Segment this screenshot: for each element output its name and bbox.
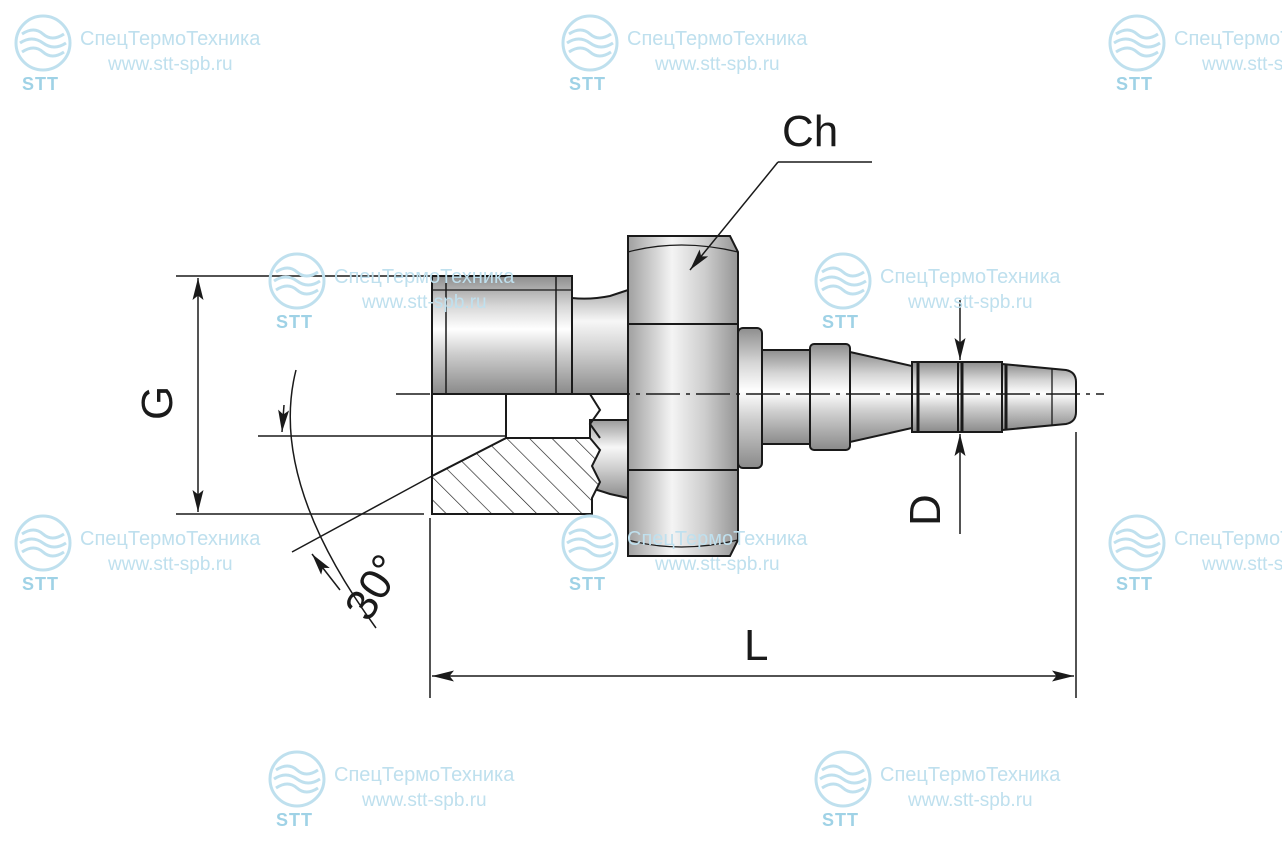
watermark-abbr: STT: [22, 574, 59, 594]
watermark-abbr: STT: [1116, 74, 1153, 94]
section-hatched: [431, 437, 602, 515]
barb-tip: [1001, 362, 1077, 432]
watermark: STT СпецТермоТехника www.stt-spb.ru: [14, 14, 314, 94]
stt-logo-icon: [814, 750, 872, 808]
angle-arc: [289, 369, 377, 629]
watermark-company: СпецТермоТехника: [1174, 28, 1282, 50]
hex-chamfer-bottom: [627, 539, 739, 548]
watermark-abbr: STT: [276, 312, 313, 332]
stt-logo-icon: [14, 514, 72, 572]
watermark-company: СпецТермоТехника: [627, 28, 808, 50]
hex-chamfer-top: [627, 244, 739, 253]
stt-logo-icon: [814, 252, 872, 310]
section-bore: [431, 393, 507, 478]
watermark-abbr: STT: [569, 574, 606, 594]
shank: [761, 349, 811, 445]
watermark: STT СпецТермоТехника www.stt-spb.ru: [561, 14, 861, 94]
watermark-company: СпецТермоТехника: [1174, 528, 1282, 550]
label-l: L: [744, 621, 769, 670]
watermark-company: СпецТермоТехника: [334, 764, 515, 786]
hex-bottom-face: [627, 469, 739, 557]
neck-upper: [571, 282, 629, 395]
break-line: [588, 393, 602, 439]
watermark: STT СпецТермоТехника www.stt-spb.ru: [268, 750, 568, 830]
watermark: STT СпецТермоТехника www.stt-spb.ru: [1108, 514, 1282, 594]
label-ch: Ch: [782, 107, 839, 156]
watermark-website: www.stt-spb.ru: [655, 54, 780, 75]
stt-logo-icon: [268, 750, 326, 808]
watermark: STT СпецТермоТехника www.stt-spb.ru: [814, 252, 1114, 332]
watermark-website: www.stt-spb.ru: [362, 292, 487, 313]
watermark: STT СпецТермоТехника www.stt-spb.ru: [561, 514, 861, 594]
watermark: STT СпецТермоТехника www.stt-spb.ru: [1108, 14, 1282, 94]
thread-body-upper: [431, 275, 573, 395]
watermark-abbr: STT: [276, 810, 313, 830]
watermark-website: www.stt-spb.ru: [908, 790, 1033, 811]
watermark-abbr: STT: [822, 312, 859, 332]
watermark-company: СпецТермоТехника: [80, 528, 261, 550]
watermark-company: СпецТермоТехника: [627, 528, 808, 550]
watermark-company: СпецТермоТехника: [880, 266, 1061, 288]
stt-logo-icon: [14, 14, 72, 72]
watermark-company: СпецТермоТехника: [880, 764, 1061, 786]
stt-logo-icon: [1108, 14, 1166, 72]
angle-cone-line: [291, 475, 433, 553]
stt-logo-icon: [561, 14, 619, 72]
stt-logo-icon: [561, 514, 619, 572]
watermark: STT СпецТермоТехника www.stt-spb.ru: [814, 750, 1114, 830]
angle-arrow-lower: [311, 553, 341, 591]
watermark: STT СпецТермоТехника www.stt-spb.ru: [14, 514, 314, 594]
watermark-abbr: STT: [569, 74, 606, 94]
hex-middle-face: [627, 323, 739, 471]
watermark-website: www.stt-spb.ru: [108, 54, 233, 75]
watermark-abbr: STT: [1116, 574, 1153, 594]
watermark-abbr: STT: [22, 74, 59, 94]
watermark-company: СпецТермоТехника: [80, 28, 261, 50]
watermark-abbr: STT: [822, 810, 859, 830]
watermark-website: www.stt-spb.ru: [108, 554, 233, 575]
watermark-website: www.stt-spb.ru: [1202, 554, 1282, 575]
stt-logo-icon: [1108, 514, 1166, 572]
barb-ring-3: [957, 361, 1003, 433]
barb-taper-1: [849, 350, 913, 444]
hex-top-face: [627, 235, 739, 325]
ch-leader: [689, 161, 779, 271]
watermark-website: www.stt-spb.ru: [362, 790, 487, 811]
angle-arrow-upper: [278, 404, 290, 433]
label-d: D: [901, 494, 950, 526]
label-g: G: [133, 385, 182, 420]
barb-ring-1: [809, 343, 851, 451]
watermark-website: www.stt-spb.ru: [1202, 54, 1282, 75]
watermark: STT СпецТермоТехника www.stt-spb.ru: [268, 252, 568, 332]
stt-logo-icon: [268, 252, 326, 310]
watermark-company: СпецТермоТехника: [334, 266, 515, 288]
watermark-website: www.stt-spb.ru: [908, 292, 1033, 313]
barb-ring-2: [911, 361, 959, 433]
collar: [737, 327, 763, 469]
watermark-website: www.stt-spb.ru: [655, 554, 780, 575]
